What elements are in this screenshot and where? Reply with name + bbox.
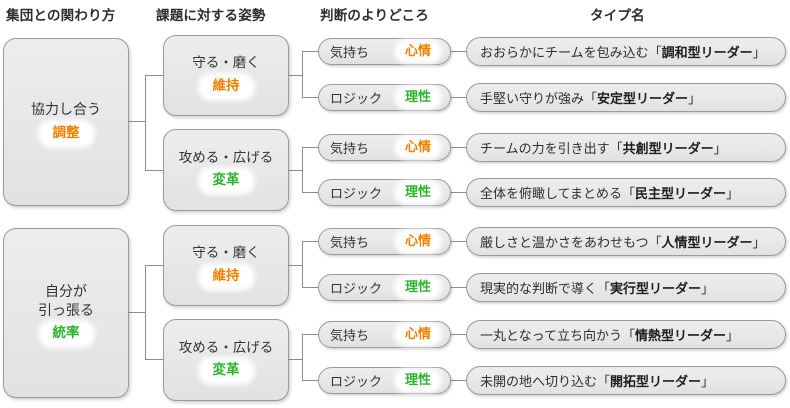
level4-typebox-0[interactable]: おおらかにチームを包み込む「調和型リーダー」 <box>466 37 786 66</box>
connector-l3-1-link <box>450 97 467 99</box>
level4-typebox-5-text: 現実的な判断で導く「実行型リーダー」 <box>480 281 715 296</box>
level2-card-3[interactable]: 攻める・広げる 変革 <box>163 319 289 401</box>
connector-l3-7-link <box>450 380 467 382</box>
column-header-type-name: タイプ名 <box>590 8 645 23</box>
level1-card-1-badge: 統率 <box>41 324 91 344</box>
level3-pill-2-label: 気持ち <box>330 141 370 156</box>
level1-card-0[interactable]: 協力し合う 調整 <box>3 38 129 206</box>
connector-l2-1-branch-1 <box>302 192 319 194</box>
level4-typebox-1[interactable]: 手堅い守りが強み「安定型リーダー」 <box>466 83 786 112</box>
connector-l2-0-branch-0 <box>302 51 319 53</box>
level3-pill-0[interactable]: 気持ち 心情 <box>318 38 451 65</box>
connector-l2-2-branch-0 <box>302 241 319 243</box>
level3-pill-3-label: ロジック <box>330 186 383 201</box>
level3-pill-7-label: ロジック <box>330 374 383 389</box>
level4-typebox-4-text: 厳しさと温かさをあわせもつ「人情型リーダー」 <box>480 235 766 250</box>
level3-pill-2[interactable]: 気持ち 心情 <box>318 134 451 161</box>
level2-card-3-title: 攻める・広げる <box>178 339 274 355</box>
level4-typebox-7-text: 未開の地へ切り込む「開拓型リーダー」 <box>480 374 715 389</box>
connector-l2-0-branch-1 <box>302 97 319 99</box>
connector-l3-6-link <box>450 334 467 336</box>
level3-pill-4[interactable]: 気持ち 心情 <box>318 228 451 255</box>
connector-l3-3-link <box>450 192 467 194</box>
level3-pill-4-label: 気持ち <box>330 235 370 250</box>
connector-l2-2-spine <box>302 241 304 288</box>
level3-pill-1-label: ロジック <box>330 91 383 106</box>
level2-card-2[interactable]: 守る・磨く 維持 <box>163 225 289 306</box>
connector-l1-1-branch-1 <box>145 359 164 361</box>
connector-l2-1-branch-0 <box>302 147 319 149</box>
level1-card-1[interactable]: 自分が 引っ張る 統率 <box>3 228 129 398</box>
level4-typebox-1-text: 手堅い守りが強み「安定型リーダー」 <box>480 91 702 106</box>
level2-card-2-title: 守る・磨く <box>192 245 260 261</box>
level4-typebox-2-text: チームの力を引き出す「共創型リーダー」 <box>480 141 727 156</box>
level3-pill-4-badge: 心情 <box>397 232 438 251</box>
connector-l3-4-link <box>450 241 467 243</box>
level2-card-0[interactable]: 守る・磨く 維持 <box>163 35 289 116</box>
level3-pill-0-badge: 心情 <box>397 42 438 61</box>
level4-typebox-4[interactable]: 厳しさと温かさをあわせもつ「人情型リーダー」 <box>466 227 786 256</box>
level1-card-1-title: 自分が 引っ張る <box>38 283 94 318</box>
level3-pill-7[interactable]: ロジック 理性 <box>318 367 451 394</box>
connector-l2-1-stem <box>289 170 303 172</box>
connector-l2-1-spine <box>302 147 304 193</box>
connector-l2-2-branch-1 <box>302 287 319 289</box>
connector-l1-0-spine <box>145 75 147 171</box>
level4-typebox-3[interactable]: 全体を俯瞰してまとめる「民主型リーダー」 <box>466 178 786 207</box>
connector-l2-0-spine <box>302 51 304 98</box>
level4-typebox-3-text: 全体を俯瞰してまとめる「民主型リーダー」 <box>480 186 739 201</box>
connector-l2-3-stem <box>289 359 303 361</box>
connector-l2-3-spine <box>302 334 304 381</box>
level3-pill-1[interactable]: ロジック 理性 <box>318 84 451 111</box>
level2-card-0-title: 守る・磨く <box>192 55 260 71</box>
level2-card-3-badge: 変革 <box>201 361 251 382</box>
column-header-group-relation: 集団との関わり方 <box>6 8 116 23</box>
level3-pill-6-badge: 心情 <box>397 325 438 344</box>
level3-pill-5-label: ロジック <box>330 281 383 296</box>
level4-typebox-6-text: 一丸となって立ち向かう「情熱型リーダー」 <box>480 328 739 343</box>
level3-pill-1-badge: 理性 <box>397 88 438 107</box>
connector-l1-1-branch-0 <box>145 265 164 267</box>
level1-card-0-badge: 調整 <box>41 123 91 144</box>
level2-card-1-title: 攻める・広げる <box>178 149 274 165</box>
connector-l1-0-stem <box>129 121 146 123</box>
level2-card-1[interactable]: 攻める・広げる 変革 <box>163 129 289 211</box>
level3-pill-0-label: 気持ち <box>330 45 370 60</box>
level3-pill-3-badge: 理性 <box>397 183 438 202</box>
column-header-judgement-basis: 判断のよりどころ <box>320 8 429 23</box>
level4-typebox-6[interactable]: 一丸となって立ち向かう「情熱型リーダー」 <box>466 320 786 349</box>
level3-pill-3[interactable]: ロジック 理性 <box>318 179 451 206</box>
level2-card-1-badge: 変革 <box>201 171 251 192</box>
level3-pill-7-badge: 理性 <box>397 371 438 390</box>
level4-typebox-2[interactable]: チームの力を引き出す「共創型リーダー」 <box>466 133 786 162</box>
connector-l2-0-stem <box>289 75 303 77</box>
level4-typebox-0-text: おおらかにチームを包み込む「調和型リーダー」 <box>480 45 766 60</box>
connector-l2-3-branch-1 <box>302 380 319 382</box>
connector-l1-1-spine <box>145 265 147 360</box>
level3-pill-5-badge: 理性 <box>397 278 438 297</box>
connector-l3-0-link <box>450 51 467 53</box>
connector-l1-1-stem <box>129 312 146 314</box>
connector-l2-2-stem <box>289 265 303 267</box>
level2-card-2-badge: 維持 <box>201 266 251 287</box>
level3-pill-6[interactable]: 気持ち 心情 <box>318 321 451 348</box>
column-header-task-attitude: 課題に対する姿勢 <box>156 8 266 23</box>
connector-l1-0-branch-1 <box>145 170 164 172</box>
level4-typebox-7[interactable]: 未開の地へ切り込む「開拓型リーダー」 <box>466 366 786 395</box>
level1-card-0-title: 協力し合う <box>31 101 101 118</box>
level4-typebox-5[interactable]: 現実的な判断で導く「実行型リーダー」 <box>466 273 786 302</box>
connector-l3-5-link <box>450 287 467 289</box>
level2-card-0-badge: 維持 <box>201 76 251 97</box>
connector-l3-2-link <box>450 147 467 149</box>
level3-pill-5[interactable]: ロジック 理性 <box>318 274 451 301</box>
level3-pill-6-label: 気持ち <box>330 328 370 343</box>
connector-l1-0-branch-0 <box>145 75 164 77</box>
level3-pill-2-badge: 心情 <box>397 138 438 157</box>
connector-l2-3-branch-0 <box>302 334 319 336</box>
